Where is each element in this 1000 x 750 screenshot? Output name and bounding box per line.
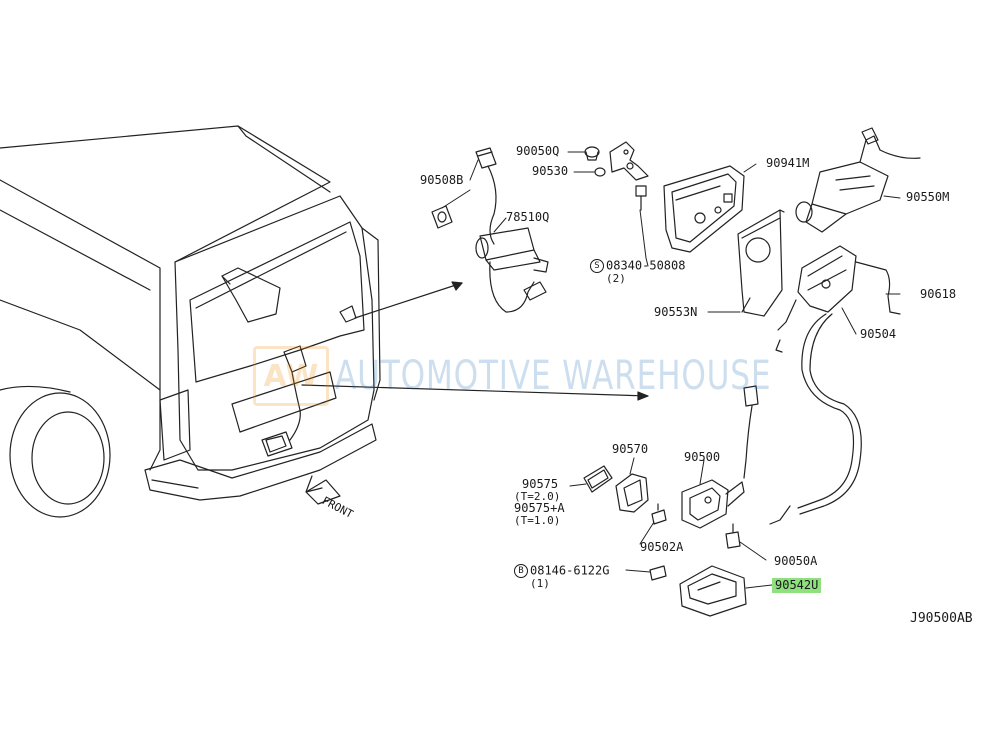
- part-label-90504[interactable]: 90504: [860, 327, 897, 341]
- part-qty-08146: (1): [530, 577, 550, 590]
- part-label-90500[interactable]: 90500: [684, 450, 721, 464]
- latch-90504: [775, 245, 901, 353]
- part-thickness-90575A: (T=1.0): [514, 514, 561, 527]
- part-label-90553N[interactable]: 90553N: [654, 305, 698, 319]
- actuator-78510Q: [431, 147, 549, 313]
- release-cable: [769, 313, 862, 525]
- part-label-90550M[interactable]: 90550M: [906, 190, 950, 204]
- striker-90570: [583, 465, 667, 525]
- van-illustration: [0, 125, 381, 518]
- part-label-90508B[interactable]: 90508B: [420, 173, 464, 187]
- diagram-code: J90500AB: [910, 611, 973, 626]
- part-label-90570[interactable]: 90570: [612, 442, 649, 456]
- part-number-08146: 08146-6122G: [530, 563, 610, 578]
- part-label-90618[interactable]: 90618: [920, 287, 957, 301]
- clips-90050Q-90530: [584, 141, 649, 211]
- lock-90500: [681, 385, 759, 549]
- cover-90941M: [663, 165, 745, 253]
- part-qty-08340: (2): [606, 272, 626, 285]
- front-arrow: [305, 475, 341, 505]
- part-label-90542U-highlighted[interactable]: 90542U: [772, 578, 822, 593]
- bracket-90553N: [737, 209, 785, 317]
- part-label-90530[interactable]: 90530: [532, 164, 569, 178]
- part-label-90050A[interactable]: 90050A: [774, 554, 818, 568]
- type-s-circle: S: [590, 259, 604, 273]
- part-label-90050Q[interactable]: 90050Q: [516, 144, 560, 158]
- type-b-circle: B: [514, 564, 528, 578]
- leader-arrows: [301, 281, 649, 401]
- part-thickness-90575: (T=2.0): [514, 490, 561, 503]
- part-label-90502A[interactable]: 90502A: [640, 540, 684, 554]
- part-label-90575A[interactable]: 90575+A: [514, 501, 565, 515]
- label-leaders: [441, 151, 901, 589]
- part-label-90941M[interactable]: 90941M: [766, 156, 810, 170]
- part-number-08340: 08340-50808: [606, 258, 686, 273]
- part-label-78510Q[interactable]: 78510Q: [506, 210, 550, 224]
- motor-90550M: [795, 127, 921, 233]
- cover-90542U: [649, 565, 747, 617]
- part-label-90575[interactable]: 90575: [522, 477, 559, 491]
